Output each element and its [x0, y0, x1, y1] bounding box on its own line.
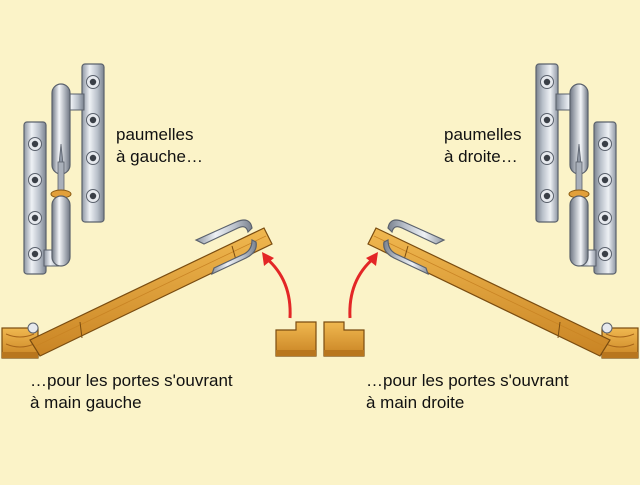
- left-door-caption-line1: …pour les portes s'ouvrant: [30, 371, 233, 390]
- right-door-caption-line1: …pour les portes s'ouvrant: [366, 371, 569, 390]
- left-hinge-label-line2: à gauche…: [116, 147, 203, 166]
- right-door-caption-line2: à main droite: [366, 393, 465, 412]
- right-hinge-label-line1: paumelles: [444, 125, 522, 144]
- left-door-illustration: [0, 218, 318, 360]
- left-door-caption: …pour les portes s'ouvrant à main gauche: [30, 370, 233, 414]
- left-hinge-label-line1: paumelles: [116, 125, 194, 144]
- left-door-caption-line2: à main gauche: [30, 393, 142, 412]
- right-hinge-illustration: [536, 64, 616, 274]
- left-hinge-illustration: [24, 64, 104, 274]
- right-door-illustration: [322, 218, 640, 360]
- right-hinge-label: paumelles à droite…: [444, 124, 522, 168]
- right-hinge-label-line2: à droite…: [444, 147, 518, 166]
- right-door-caption: …pour les portes s'ouvrant à main droite: [366, 370, 569, 414]
- left-hinge-label: paumelles à gauche…: [116, 124, 203, 168]
